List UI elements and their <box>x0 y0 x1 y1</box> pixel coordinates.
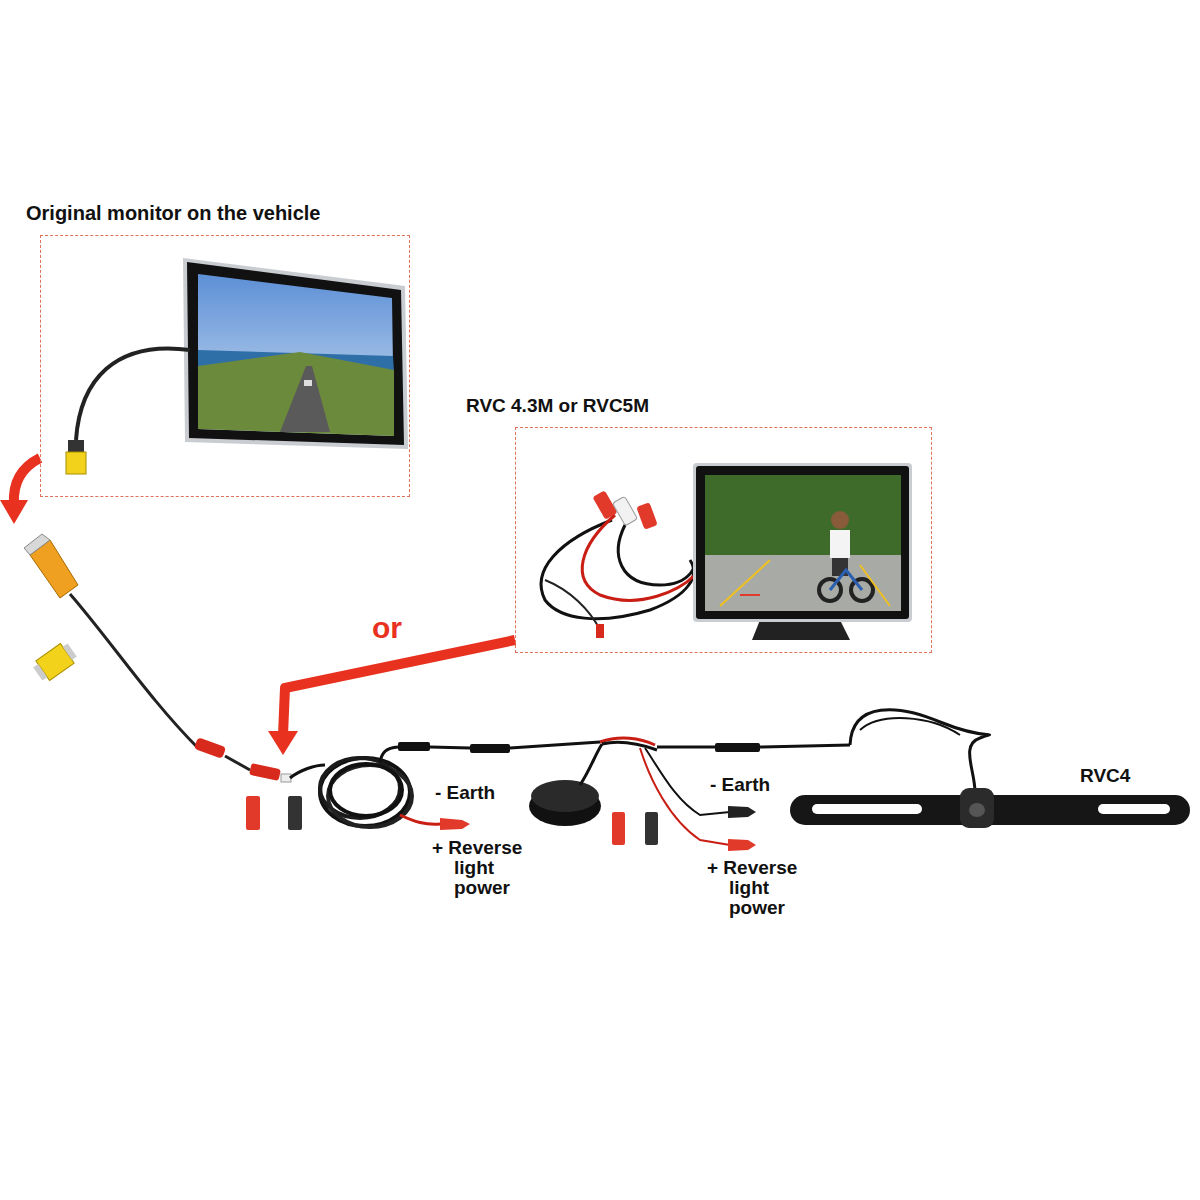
guide-mark <box>740 594 760 596</box>
sensor-top <box>531 780 599 812</box>
wire-label: + Reverse light power <box>432 838 534 898</box>
harness-wire <box>657 746 715 749</box>
wire-tip <box>596 624 604 638</box>
cable-coil <box>320 758 410 826</box>
cable-coil <box>328 765 412 827</box>
trigger-wire <box>545 580 600 630</box>
red-arrow <box>14 458 40 504</box>
hedge <box>705 475 901 555</box>
arrow-head <box>268 731 298 755</box>
guide-line <box>720 560 770 606</box>
bar-slot <box>812 804 922 814</box>
camera-lens <box>969 803 985 817</box>
crimp-connector <box>645 812 658 845</box>
monitor-stand <box>752 620 850 640</box>
rca-adapter <box>31 640 79 684</box>
power-wire <box>640 748 730 845</box>
camera-cable <box>860 718 960 735</box>
car <box>304 380 312 386</box>
road <box>280 366 330 432</box>
arrow-head <box>0 500 28 524</box>
plug <box>398 742 430 751</box>
wire-label: + Reverse light power <box>707 858 809 918</box>
monitor-screen <box>198 274 394 436</box>
bike-frame <box>830 570 862 590</box>
rca-connector <box>249 763 281 781</box>
rca-connector-end <box>281 774 291 782</box>
crimp-connector <box>246 796 260 830</box>
child-shirt <box>830 530 850 558</box>
monitor-cable <box>618 525 696 585</box>
bar-slot <box>1098 804 1170 814</box>
crimp-connector <box>288 796 302 830</box>
rca-plug <box>636 502 657 529</box>
monitor-cable <box>541 520 693 619</box>
harness-wire <box>430 747 470 748</box>
crimp-connector <box>612 812 625 845</box>
red-arrow <box>283 640 515 735</box>
child-head <box>831 511 849 529</box>
plug <box>715 743 760 752</box>
box-heading: RVC 4.3M or RVC5M <box>466 395 649 417</box>
cable-joint <box>194 737 226 759</box>
cable-coil <box>330 764 402 816</box>
harness-wire <box>380 747 398 762</box>
power-wire <box>582 515 695 600</box>
hills <box>198 352 394 436</box>
monitor-screen <box>705 475 901 611</box>
box-heading: Original monitor on the vehicle <box>26 202 320 225</box>
spade-terminal <box>440 818 470 830</box>
video-cable <box>70 594 198 748</box>
dashed-box: Original monitor on the vehicle <box>40 235 410 497</box>
harness-wire <box>602 742 657 750</box>
dashed-box: RVC 4.3M or RVC5M <box>515 427 932 653</box>
rca-plug <box>612 496 637 526</box>
child-legs <box>832 558 848 576</box>
monitor-bezel <box>693 463 912 622</box>
monitor-cable <box>76 348 190 440</box>
adapter-end <box>63 643 77 660</box>
part-name: RVC4 <box>1080 766 1130 786</box>
camera-lens-housing <box>960 788 994 828</box>
camera-cable <box>850 710 990 792</box>
rca-socket <box>66 452 86 474</box>
monitor-bezel <box>183 258 408 449</box>
adapter-end <box>33 664 47 681</box>
power-wire <box>400 815 440 824</box>
wire-label: - Earth <box>435 783 495 803</box>
guide-line <box>860 565 890 606</box>
rca-tip <box>24 534 50 555</box>
harness-wire <box>580 744 602 785</box>
monitor-frame <box>187 262 404 445</box>
spade-terminal <box>728 806 756 818</box>
monitor-frame <box>696 466 909 619</box>
pavement <box>705 555 901 611</box>
harness-wire <box>290 765 325 778</box>
harness-wire <box>510 742 600 748</box>
spade-terminal <box>728 839 756 851</box>
camera-cable <box>760 745 850 747</box>
video-cable <box>225 756 250 770</box>
arrow-label: or <box>372 612 402 644</box>
plug <box>470 744 510 753</box>
wire-label: - Earth <box>710 775 770 795</box>
